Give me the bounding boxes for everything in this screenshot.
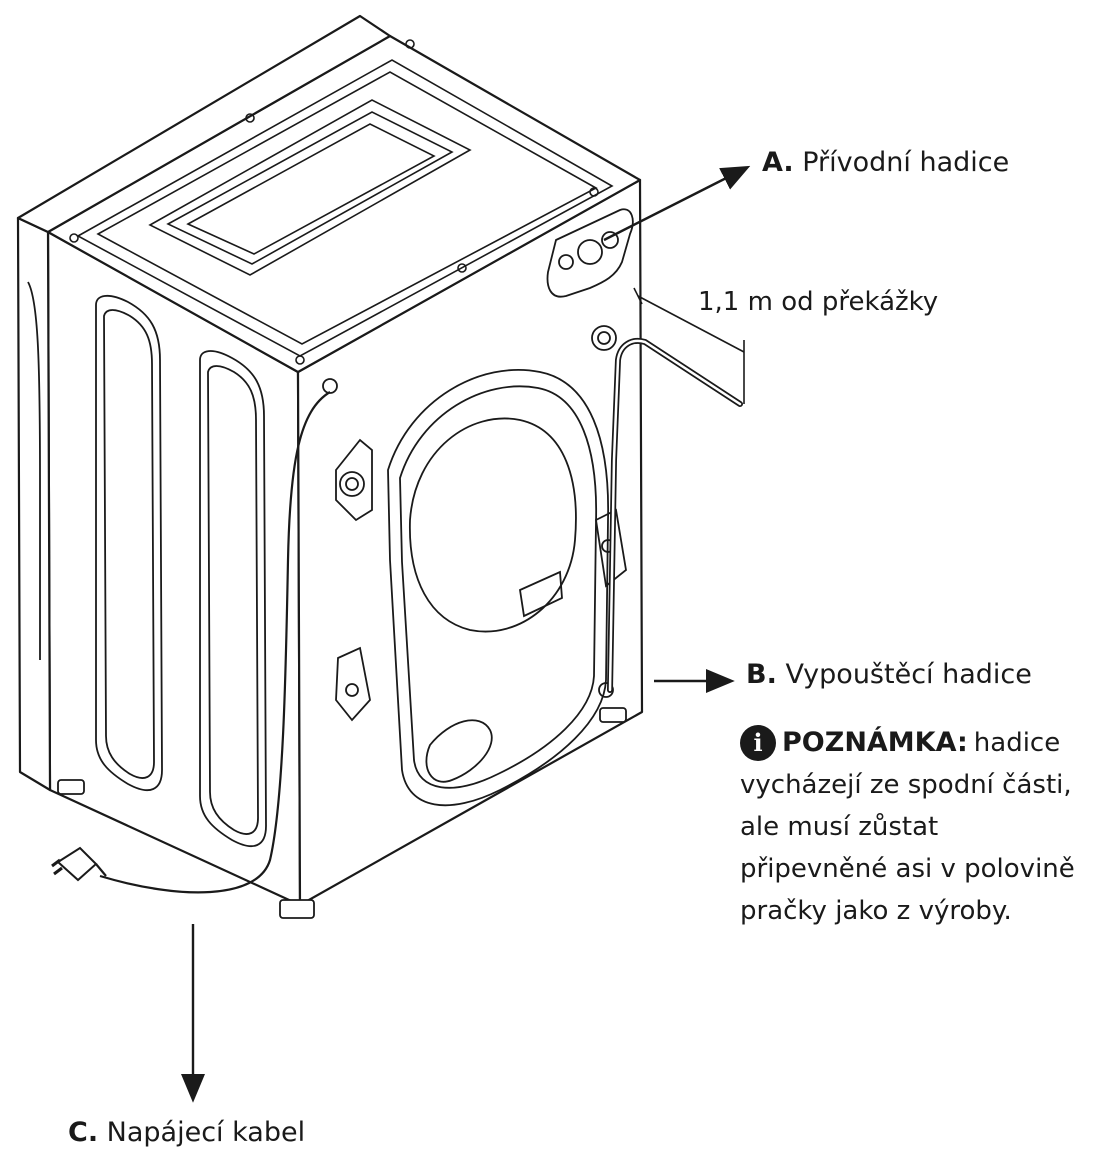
note-box: i POZNÁMKA: hadice vycházejí ze spodní č…: [740, 722, 1092, 932]
foot-back: [599, 707, 627, 723]
note-title-row: i POZNÁMKA: hadice: [740, 722, 1092, 764]
label-inlet-hose: A. Přívodní hadice: [762, 146, 1009, 180]
side-recess-right: [199, 350, 267, 848]
info-icon: i: [740, 725, 776, 761]
label-distance: 1,1 m od překážky: [698, 287, 939, 317]
note-line-4: připevněné asi v polovině: [740, 854, 1075, 884]
note-title: POZNÁMKA:: [782, 727, 968, 758]
note-line-5: pračky jako z výroby.: [740, 896, 1012, 926]
side-recess-left: [95, 295, 163, 792]
side-details: [27, 281, 267, 848]
note-line-1: hadice: [973, 728, 1061, 758]
drum-window: [409, 417, 577, 633]
label-b-letter: B.: [746, 659, 777, 690]
callout-arrows: [181, 165, 751, 1103]
label-a-letter: A.: [762, 147, 794, 178]
transport-bolt-top: [591, 325, 617, 351]
machine-body: [16, 14, 644, 907]
foot-front: [279, 899, 315, 919]
power-cable: [51, 391, 331, 894]
dimension-marker: [633, 287, 745, 404]
front-frame-top: [16, 14, 392, 234]
label-b-text: Vypouštěcí hadice: [785, 659, 1032, 690]
note-line-2: vycházejí ze spodní části,: [740, 770, 1072, 800]
label-c-text: Napájecí kabel: [106, 1117, 306, 1148]
drum-frame-outer: [387, 369, 609, 807]
label-c-letter: C.: [68, 1117, 99, 1148]
back-details: [57, 208, 743, 919]
label-power-cable: C. Napájecí kabel: [68, 1116, 305, 1150]
inlet-panel: [546, 208, 634, 298]
label-a-text: Přívodní hadice: [802, 147, 1010, 178]
power-plug-icon: [56, 846, 98, 882]
foot-left: [57, 779, 85, 795]
transport-bolt-left: [339, 471, 365, 497]
arrow-a: [603, 165, 751, 242]
top-lid-recess: [148, 99, 472, 276]
front-door-edge: [27, 281, 41, 660]
note-line-3: ale musí zůstat: [740, 812, 939, 842]
label-drain-hose: B. Vypouštěcí hadice: [746, 658, 1032, 692]
top-details: [69, 39, 614, 365]
